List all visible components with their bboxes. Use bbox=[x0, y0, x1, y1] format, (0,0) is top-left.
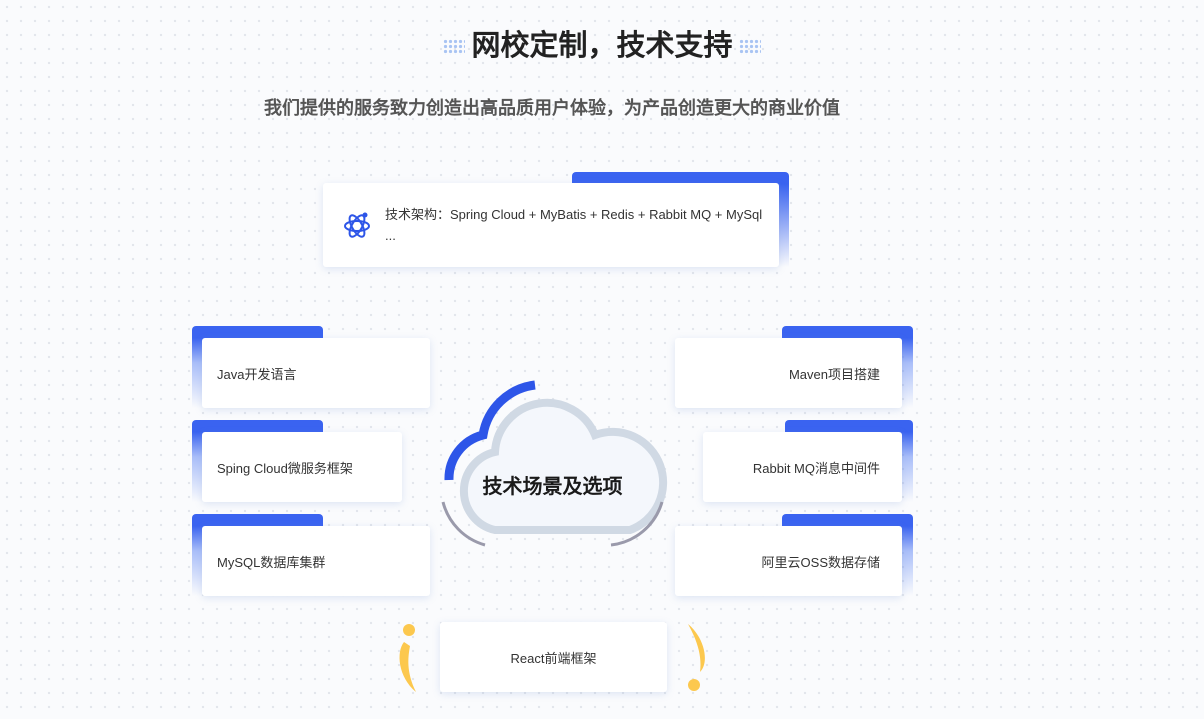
item-label: Sping Cloud微服务框架 bbox=[217, 460, 353, 476]
item-label: Rabbit MQ消息中间件 bbox=[752, 460, 880, 476]
item-label: React前端框架 bbox=[510, 650, 597, 666]
center-label: 技术场景及选项 bbox=[482, 476, 623, 498]
right-item-card: Rabbit MQ消息中间件 bbox=[703, 432, 902, 502]
left-item-card: MySQL数据库集群 bbox=[202, 526, 430, 596]
right-item-card: 阿里云OSS数据存储 bbox=[675, 526, 902, 596]
item-label: Maven项目搭建 bbox=[788, 366, 880, 382]
page-title: 网校定制，技术支持 bbox=[0, 22, 1204, 64]
dots-decoration bbox=[738, 39, 761, 56]
page-subtitle: 我们提供的服务致力创造出高品质用户体验，为产品创造更大的商业价值 bbox=[264, 98, 840, 118]
dots-decoration bbox=[443, 39, 466, 56]
architecture-text: 技术架构：Spring Cloud + MyBatis + Redis + Ra… bbox=[385, 207, 763, 243]
bottom-item-card: React前端框架 bbox=[440, 622, 667, 692]
left-item-card: Java开发语言 bbox=[202, 338, 430, 408]
right-item-card: Maven项目搭建 bbox=[675, 338, 902, 408]
item-label: MySQL数据库集群 bbox=[217, 554, 326, 570]
bracket-right-icon bbox=[688, 624, 705, 691]
bracket-left-icon bbox=[399, 624, 416, 692]
architecture-card: 技术架构：Spring Cloud + MyBatis + Redis + Ra… bbox=[323, 183, 779, 267]
cloud-icon bbox=[441, 380, 668, 547]
item-label: Java开发语言 bbox=[217, 366, 297, 382]
atom-icon bbox=[344, 212, 370, 238]
left-item-card: Sping Cloud微服务框架 bbox=[202, 432, 402, 502]
item-label: 阿里云OSS数据存储 bbox=[761, 554, 880, 570]
title-text: 网校定制，技术支持 bbox=[471, 30, 733, 62]
